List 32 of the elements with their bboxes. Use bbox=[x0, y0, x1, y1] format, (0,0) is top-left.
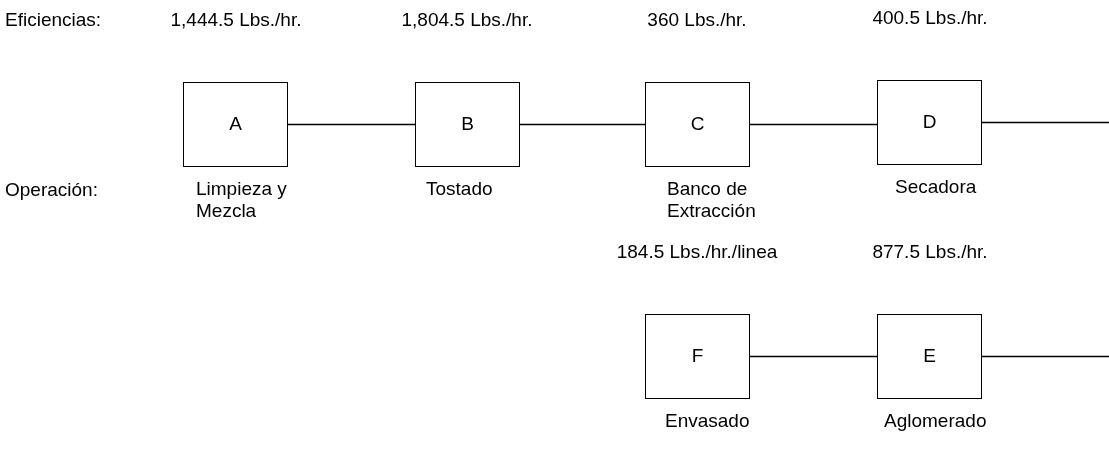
box-label: F bbox=[691, 344, 704, 369]
efficiency-value: 360 Lbs./hr. bbox=[647, 8, 747, 32]
efficiency-value: 877.5 Lbs./hr. bbox=[872, 240, 988, 264]
efficiency-value: 400.5 Lbs./hr. bbox=[872, 6, 988, 30]
box-label: B bbox=[461, 112, 474, 137]
connector-line bbox=[749, 355, 878, 358]
operation-name: Aglomerado bbox=[884, 410, 988, 432]
efficiency-value: 184.5 Lbs./hr./linea bbox=[616, 240, 778, 264]
efficiency-value: 1,444.5 Lbs./hr. bbox=[170, 8, 302, 32]
operation-name: Limpieza y Mezcla bbox=[196, 178, 288, 222]
operation-name: Banco de Extracción bbox=[667, 178, 757, 222]
connector-line bbox=[981, 121, 1109, 124]
box-label: E bbox=[923, 344, 936, 369]
box-label: C bbox=[690, 112, 705, 137]
process-box bbox=[183, 82, 288, 167]
process-box bbox=[645, 82, 750, 167]
row-label: Eficiencias: bbox=[5, 8, 102, 32]
row-label: Operación: bbox=[5, 178, 98, 202]
connector-line bbox=[749, 123, 878, 126]
process-box bbox=[415, 82, 520, 167]
efficiency-value: 1,804.5 Lbs./hr. bbox=[401, 8, 533, 32]
process-box bbox=[877, 314, 982, 399]
box-label: A bbox=[229, 112, 242, 137]
process-box bbox=[645, 314, 750, 399]
operation-name: Tostado bbox=[426, 178, 494, 200]
box-label: D bbox=[922, 110, 937, 135]
connector-line bbox=[287, 123, 416, 126]
connector-line bbox=[981, 355, 1109, 358]
connector-line bbox=[519, 123, 646, 126]
operation-name: Envasado bbox=[665, 410, 751, 432]
operation-name: Secadora bbox=[895, 176, 978, 198]
process-box bbox=[877, 80, 982, 165]
